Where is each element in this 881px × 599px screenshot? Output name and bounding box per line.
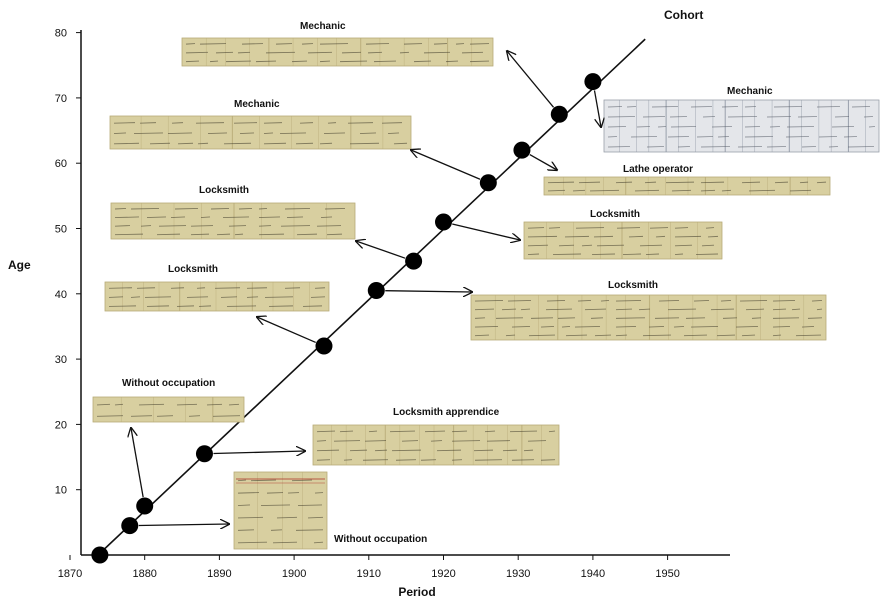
annotation-label-without-occupation-low: Without occupation <box>334 534 427 545</box>
annotation-arrow <box>138 524 229 525</box>
cohort-point <box>367 282 385 300</box>
y-ticks: 10 20 30 40 50 60 70 80 <box>55 28 81 497</box>
census-record-image <box>603 99 880 153</box>
x-tick-label: 1920 <box>431 568 455 580</box>
annotation-arrow <box>593 90 601 127</box>
x-tick-label: 1930 <box>506 568 530 580</box>
census-record-image <box>109 115 412 150</box>
x-tick-label: 1940 <box>581 568 605 580</box>
cohort-point <box>121 517 139 535</box>
census-record-image <box>543 176 831 196</box>
annotation-arrow <box>356 241 406 259</box>
annotation-label-mechanic-2: Mechanic <box>300 21 346 32</box>
annotation-arrow <box>257 317 316 344</box>
cohort-point <box>479 174 497 192</box>
annotation-label-locksmith-1: Locksmith <box>168 264 218 275</box>
annotation-arrow <box>529 154 557 170</box>
census-record-image <box>92 396 245 423</box>
annotation-label-lathe-operator: Lathe operator <box>623 164 693 175</box>
x-tick-label: 1880 <box>132 568 156 580</box>
census-record-image <box>181 37 494 67</box>
census-record-image <box>233 471 328 550</box>
annotation-arrows <box>131 51 601 525</box>
cohort-point <box>405 252 423 270</box>
x-tick-label: 1870 <box>58 568 82 580</box>
cohort-point <box>584 73 602 91</box>
census-record-image <box>110 202 356 240</box>
cohort-label: Cohort <box>664 8 703 22</box>
annotation-arrow <box>131 428 144 498</box>
cohort-point <box>435 213 452 231</box>
annotation-arrow <box>452 223 520 240</box>
y-tick-label: 70 <box>55 93 67 105</box>
census-record-image <box>312 424 560 466</box>
y-axis-label: Age <box>8 258 31 272</box>
y-tick-label: 80 <box>55 28 67 40</box>
cohort-point <box>315 337 333 355</box>
cohort-line <box>94 38 646 559</box>
annotation-label-locksmith-4: Locksmith <box>590 209 640 220</box>
census-record-image <box>523 221 723 260</box>
x-ticks: 1870 1880 1890 1900 1910 1920 1930 1940 1950 <box>58 555 680 580</box>
cohort-point <box>91 546 109 564</box>
x-tick-label: 1910 <box>357 568 381 580</box>
cohort-point <box>513 141 531 159</box>
y-tick-label: 40 <box>55 289 67 301</box>
census-record-image <box>104 281 330 312</box>
census-documents <box>92 37 880 550</box>
y-tick-label: 50 <box>55 224 67 236</box>
y-tick-label: 30 <box>55 354 67 366</box>
x-tick-label: 1890 <box>207 568 231 580</box>
cohort-point <box>195 445 213 463</box>
cohort-point <box>550 105 568 123</box>
annotation-label-locksmith-2: Locksmith <box>608 280 658 291</box>
annotation-arrow <box>507 51 555 108</box>
annotation-label-locksmith-apprendice: Locksmith apprendice <box>393 407 500 418</box>
y-tick-label: 60 <box>55 158 67 170</box>
annotation-arrow <box>385 291 472 292</box>
annotation-label-locksmith-3: Locksmith <box>199 185 249 196</box>
census-record-image <box>470 294 827 341</box>
annotation-arrow <box>411 150 481 180</box>
annotation-label-without-occupation-high: Without occupation <box>122 378 215 389</box>
annotation-arrow <box>213 451 305 454</box>
cohort-point <box>136 497 154 515</box>
x-axis-label: Period <box>398 585 435 599</box>
y-tick-label: 10 <box>55 485 67 497</box>
x-tick-label: 1950 <box>655 568 679 580</box>
annotation-label-mechanic-3: Mechanic <box>727 86 773 97</box>
cohort-points <box>91 73 602 564</box>
y-tick-label: 20 <box>55 419 67 431</box>
annotation-label-mechanic-1: Mechanic <box>234 99 280 110</box>
x-tick-label: 1900 <box>282 568 306 580</box>
